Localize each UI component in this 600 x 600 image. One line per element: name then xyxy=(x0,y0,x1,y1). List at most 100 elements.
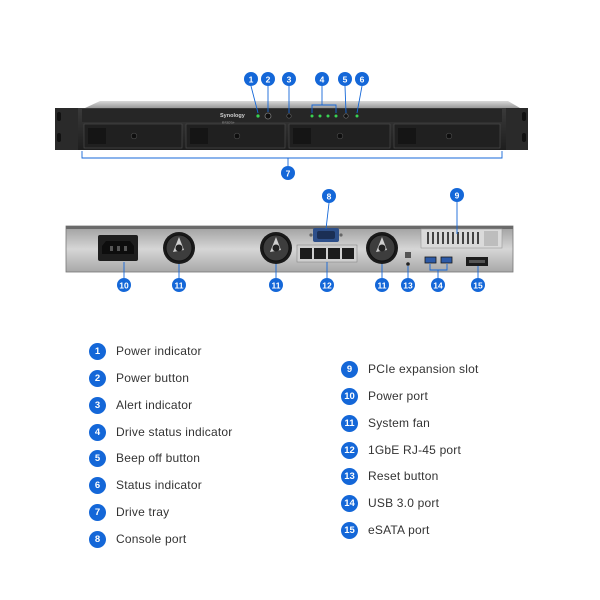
svg-text:11: 11 xyxy=(272,281,281,291)
esata-port[interactable] xyxy=(466,257,488,266)
svg-text:4: 4 xyxy=(320,75,325,85)
legend-label: USB 3.0 port xyxy=(368,496,440,510)
callout-14: 14 xyxy=(431,278,445,292)
callout-8: 8 xyxy=(322,189,336,203)
beep-off-button[interactable] xyxy=(343,113,349,119)
legend-number: 14 xyxy=(341,494,358,512)
legend-number: 4 xyxy=(89,423,106,441)
legend-label: Console port xyxy=(116,532,187,546)
legend-number: 2 xyxy=(89,369,106,387)
legend-label: Alert indicator xyxy=(116,398,193,412)
svg-text:3: 3 xyxy=(287,75,292,85)
drive-status-led-1 xyxy=(310,114,314,118)
legend-number: 3 xyxy=(89,396,106,414)
legend-item-reset-button: 13 Reset button xyxy=(341,467,438,485)
callout-3: 3 xyxy=(282,72,296,86)
legend-number: 1 xyxy=(89,342,106,360)
svg-text:13: 13 xyxy=(403,281,413,291)
legend-item-power-port: 10 Power port xyxy=(341,387,428,405)
callout-7: 7 xyxy=(281,166,295,180)
system-fan-2 xyxy=(260,232,292,264)
legend-item-console-port: 8 Console port xyxy=(89,530,186,548)
legend-item-beep-off-button: 5 Beep off button xyxy=(89,449,200,467)
legend-number: 10 xyxy=(341,387,358,405)
svg-text:11: 11 xyxy=(175,281,184,291)
legend-item-drive-status-indicator: 4 Drive status indicator xyxy=(89,423,232,441)
callout-11a: 11 xyxy=(172,278,186,292)
svg-text:10: 10 xyxy=(119,281,129,291)
svg-text:14: 14 xyxy=(433,281,443,291)
power-button[interactable] xyxy=(264,112,272,120)
power-port[interactable] xyxy=(98,235,138,261)
legend-label: 1GbE RJ-45 port xyxy=(368,443,462,457)
legend-number: 7 xyxy=(89,503,106,521)
legend-number: 6 xyxy=(89,476,106,494)
legend-label: eSATA port xyxy=(368,523,430,537)
drive-status-led-3 xyxy=(326,114,330,118)
svg-text:1: 1 xyxy=(249,75,254,85)
system-fan-3 xyxy=(366,232,398,264)
legend-label: Status indicator xyxy=(116,478,202,492)
svg-text:11: 11 xyxy=(378,281,387,291)
nas-diagram: Synology RS820+ xyxy=(55,72,528,292)
legend-item-power-button: 2 Power button xyxy=(89,369,189,387)
callout-1: 1 xyxy=(244,72,258,86)
legend-label: System fan xyxy=(368,416,431,430)
svg-text:5: 5 xyxy=(343,75,348,85)
legend-item-pcie-expansion-slot: 9 PCIe expansion slot xyxy=(341,360,479,378)
callout-10: 10 xyxy=(117,278,131,292)
svg-text:2: 2 xyxy=(266,75,271,85)
legend-item-status-indicator: 6 Status indicator xyxy=(89,476,202,494)
callout-2: 2 xyxy=(261,72,275,86)
legend-number: 11 xyxy=(341,414,358,432)
legend-label: Power button xyxy=(116,371,190,385)
legend-item-usb-port: 14 USB 3.0 port xyxy=(341,494,439,512)
legend-number: 5 xyxy=(89,449,106,467)
drive-status-led-2 xyxy=(318,114,322,118)
legend-label: Reset button xyxy=(368,469,439,483)
legend-number: 13 xyxy=(341,467,358,485)
model-name: RS820+ xyxy=(222,121,235,125)
drive-trays xyxy=(83,123,501,149)
legend-item-esata-port: 15 eSATA port xyxy=(341,521,430,539)
legend-number: 15 xyxy=(341,521,358,539)
legend-number: 12 xyxy=(341,441,358,459)
callout-11c: 11 xyxy=(375,278,389,292)
console-port[interactable] xyxy=(309,228,343,242)
reset-button[interactable] xyxy=(406,262,410,266)
callout-15: 15 xyxy=(471,278,485,292)
callout-11b: 11 xyxy=(269,278,283,292)
pcie-expansion-slot[interactable] xyxy=(420,228,503,249)
leader-lines xyxy=(81,85,503,278)
legend-item-rj45-port: 12 1GbE RJ-45 port xyxy=(341,441,461,459)
legend-label: PCIe expansion slot xyxy=(368,362,479,376)
legend-label: Drive status indicator xyxy=(116,425,233,439)
chassis-top xyxy=(85,101,520,108)
legend-label: Drive tray xyxy=(116,505,170,519)
legend-label: Power port xyxy=(368,389,429,403)
callout-12: 12 xyxy=(320,278,334,292)
svg-text:15: 15 xyxy=(473,281,483,291)
legend-label: Beep off button xyxy=(116,451,201,465)
status-indicator-led xyxy=(355,114,359,118)
drive-status-led-4 xyxy=(334,114,338,118)
rj45-ports[interactable] xyxy=(296,244,358,263)
legend-number: 9 xyxy=(341,360,358,378)
legend-item-power-indicator: 1 Power indicator xyxy=(89,342,202,360)
legend-item-alert-indicator: 3 Alert indicator xyxy=(89,396,192,414)
front-panel: Synology RS820+ xyxy=(55,101,528,150)
brand-logo: Synology xyxy=(220,113,246,119)
legend-item-system-fan: 11 System fan xyxy=(341,414,430,432)
callouts: 1 2 3 4 5 6 7 8 9 10 11 11 12 11 13 14 1… xyxy=(117,72,485,292)
svg-text:6: 6 xyxy=(360,75,365,85)
callout-6: 6 xyxy=(355,72,369,86)
callout-9: 9 xyxy=(450,188,464,202)
callout-4: 4 xyxy=(315,72,329,86)
back-panel xyxy=(65,225,514,273)
svg-text:9: 9 xyxy=(455,191,460,201)
usb-ports[interactable] xyxy=(424,256,453,264)
callout-13: 13 xyxy=(401,278,415,292)
legend-item-drive-tray: 7 Drive tray xyxy=(89,503,169,521)
legend-number: 8 xyxy=(89,530,106,548)
callout-5: 5 xyxy=(338,72,352,86)
